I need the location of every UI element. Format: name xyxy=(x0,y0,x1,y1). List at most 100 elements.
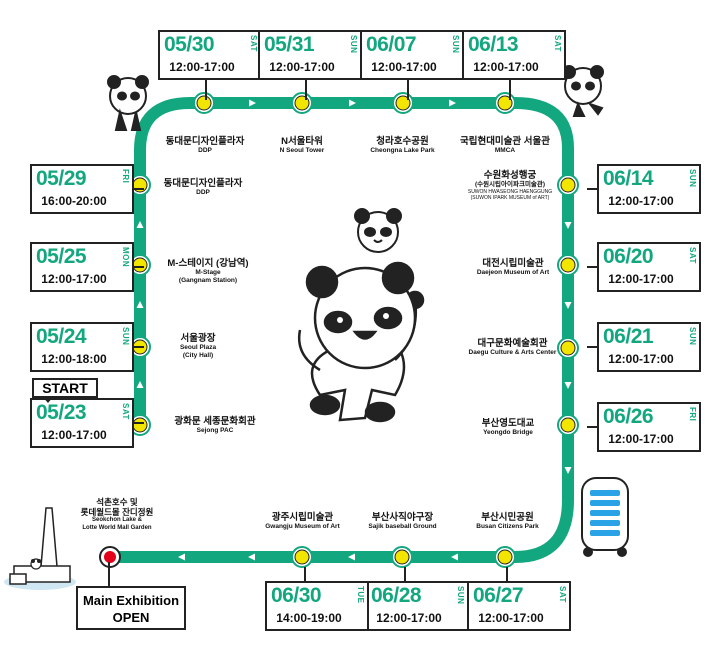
direction-arrow xyxy=(348,553,355,561)
schedule-time: 12:00-18:00 xyxy=(41,352,107,366)
schedule-time: 12:00-17:00 xyxy=(608,432,674,446)
direction-arrows xyxy=(136,99,572,561)
schedule-date: 06/28 xyxy=(371,584,422,607)
location-name-en-sub: (SUWON IPARK MUSEUM of ART) xyxy=(470,195,550,202)
schedule-day: SAT xyxy=(688,247,697,264)
schedule-date: 06/20 xyxy=(603,245,654,268)
location-label: M-스테이지 (강남역)M-Stage(Gangnam Station) xyxy=(158,258,258,285)
location-name-en: DDP xyxy=(198,147,212,155)
location-name-ko: 동대문디자인플라자 xyxy=(165,136,245,147)
card-connector xyxy=(134,188,144,190)
schedule-time: 12:00-17:00 xyxy=(41,272,107,286)
panda-mascot-small xyxy=(354,208,402,253)
final-stop-en-1: Seokchon Lake & xyxy=(91,517,142,524)
final-stop-ko-2: 롯데월드몰 잔디정원 xyxy=(80,507,154,518)
stop-marker xyxy=(394,549,410,565)
schedule-time: 12:00-17:00 xyxy=(376,611,442,625)
schedule-day: MON xyxy=(121,247,130,268)
location-name-ko: 동대문디자인플라자 xyxy=(163,178,243,189)
stop-marker xyxy=(560,257,576,273)
schedule-date: 06/14 xyxy=(603,167,654,190)
direction-arrow xyxy=(136,381,144,388)
direction-arrow xyxy=(136,301,144,308)
final-stop-label: 석촌호수 및 롯데월드몰 잔디정원 Seokchon Lake & Lotte … xyxy=(62,497,172,532)
schedule-day: SUN xyxy=(349,35,358,54)
location-name-ko: 수원화성행궁 xyxy=(483,170,537,181)
main-exhibition-connector xyxy=(108,562,110,586)
direction-arrow xyxy=(136,221,144,228)
direction-arrow xyxy=(564,302,572,309)
schedule-date: 05/24 xyxy=(36,325,87,348)
card-connector xyxy=(587,266,597,268)
stop-marker xyxy=(560,177,576,193)
schedule-time: 12:00-17:00 xyxy=(608,194,674,208)
schedule-date: 06/21 xyxy=(603,325,654,348)
main-exhibition-dot xyxy=(104,551,116,563)
panda-mascot-topleft xyxy=(107,75,149,131)
stop-marker xyxy=(395,95,411,111)
stop-marker xyxy=(497,95,513,111)
card-connector xyxy=(305,80,307,100)
schedule-day: SAT xyxy=(121,403,130,420)
location-name-en: SUWON HWASEONG HAENGGUNG xyxy=(467,189,553,196)
schedule-time: 14:00-19:00 xyxy=(276,611,342,625)
card-connector xyxy=(304,567,306,581)
location-name-ko: 부산시민공원 xyxy=(481,512,534,523)
location-name-ko: 광주시립미술관 xyxy=(271,512,334,523)
card-connector xyxy=(506,567,508,581)
schedule-time: 12:00-17:00 xyxy=(478,611,544,625)
direction-arrow xyxy=(449,99,456,107)
panda-mascot-topright xyxy=(562,65,604,117)
direction-arrow xyxy=(248,553,255,561)
schedule-day: FRI xyxy=(688,407,697,422)
direction-arrow xyxy=(564,382,572,389)
location-label: 수원화성행궁(수원시립아이파크미술관)SUWON HWASEONG HAENGG… xyxy=(455,170,565,201)
schedule-date: 05/29 xyxy=(36,167,87,190)
schedule-time: 12:00-17:00 xyxy=(608,352,674,366)
schedule-day: FRI xyxy=(121,169,130,184)
schedule-date: 06/27 xyxy=(473,584,524,607)
location-name-ko: 대전시립미술관 xyxy=(482,258,544,269)
card-connector xyxy=(134,266,144,268)
location-name-en: Sejong PAC xyxy=(196,427,234,435)
location-name-ko: 서울광장 xyxy=(180,333,216,344)
schedule-time: 12:00-17:00 xyxy=(41,428,107,442)
schedule-date: 05/30 xyxy=(164,33,215,56)
location-name-en: Yeongdo Bridge xyxy=(483,429,533,437)
panda-mascot-large xyxy=(297,261,425,423)
lotte-tower-illustration xyxy=(4,507,76,590)
final-stop-ko-1: 석촌호수 및 xyxy=(96,497,138,507)
schedule-date: 06/13 xyxy=(468,33,519,56)
direction-arrow xyxy=(564,467,572,474)
schedule-date: 05/23 xyxy=(36,401,87,424)
main-exhibition-label: Main Exhibition xyxy=(82,593,180,608)
schedule-time: 16:00-20:00 xyxy=(41,194,107,208)
location-name-en: Gwangju Museum of Art xyxy=(265,523,340,531)
location-name-en: M-Stage xyxy=(195,269,221,277)
stop-marker xyxy=(560,417,576,433)
schedule-day: SAT xyxy=(553,35,562,52)
direction-arrow xyxy=(349,99,356,107)
schedule-day: SAT xyxy=(249,35,258,52)
schedule-date: 06/30 xyxy=(271,584,322,607)
schedule-time: 12:00-17:00 xyxy=(269,60,335,74)
card-connector xyxy=(587,426,597,428)
card-connector xyxy=(509,80,511,100)
